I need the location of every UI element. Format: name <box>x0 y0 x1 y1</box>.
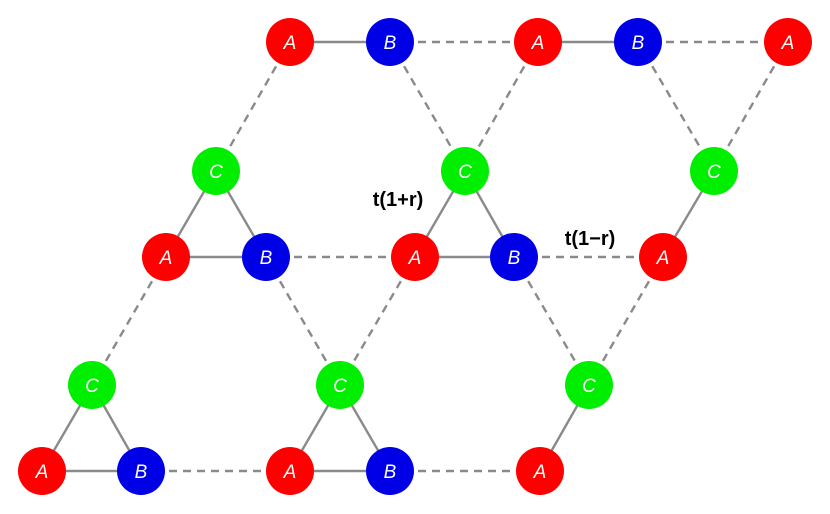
site-a: A <box>266 447 314 495</box>
site-c-label: C <box>582 376 596 397</box>
site-a: A <box>514 18 562 66</box>
site-b: B <box>242 233 290 281</box>
inter-cell-bond <box>264 256 342 386</box>
site-a-label: A <box>781 33 795 54</box>
site-a-circle <box>516 447 564 495</box>
site-c: C <box>316 361 364 409</box>
site-a: A <box>391 233 439 281</box>
site-a-circle <box>639 233 687 281</box>
site-a-label: A <box>408 248 422 269</box>
site-c-circle <box>316 361 364 409</box>
site-b: B <box>366 18 414 66</box>
inter-cell-bond <box>463 41 540 172</box>
site-b-circle <box>614 18 662 66</box>
site-a-label: A <box>531 33 545 54</box>
site-b-circle <box>242 233 290 281</box>
site-c-circle <box>690 147 738 195</box>
site-c-circle <box>441 147 489 195</box>
site-a: A <box>516 447 564 495</box>
site-c-label: C <box>209 162 223 183</box>
inter-hopping-label: t(1−r) <box>565 228 616 250</box>
inter-cell-bond <box>214 41 292 172</box>
inter-cell-bond <box>587 256 665 386</box>
site-c: C <box>441 147 489 195</box>
site-a-label: A <box>533 462 547 483</box>
site-a-circle <box>266 18 314 66</box>
site-c-label: C <box>85 376 99 397</box>
site-c: C <box>192 147 240 195</box>
site-b-label: B <box>384 462 397 483</box>
site-b-label: B <box>135 462 148 483</box>
site-a-label: A <box>283 462 297 483</box>
site-c-label: C <box>458 162 472 183</box>
site-a: A <box>266 18 314 66</box>
inter-cell-bond <box>90 256 168 386</box>
site-c-circle <box>192 147 240 195</box>
site-b-label: B <box>384 33 397 54</box>
inter-cell-bond <box>388 41 467 172</box>
site-b-circle <box>490 233 538 281</box>
site-a-label: A <box>656 248 670 269</box>
site-b: B <box>366 447 414 495</box>
site-a-label: A <box>283 33 297 54</box>
site-c-circle <box>565 361 613 409</box>
site-c: C <box>565 361 613 409</box>
inter-cell-bond <box>338 256 417 386</box>
site-a-circle <box>266 447 314 495</box>
site-a-circle <box>142 233 190 281</box>
site-b: B <box>614 18 662 66</box>
site-b-circle <box>366 447 414 495</box>
site-a-circle <box>764 18 812 66</box>
site-a: A <box>18 447 66 495</box>
inter-cell-bond <box>712 41 790 172</box>
site-b-circle <box>366 18 414 66</box>
inter-cell-bond <box>636 41 716 172</box>
site-a-circle <box>514 18 562 66</box>
inter-cell-bond <box>512 256 591 386</box>
site-b: B <box>117 447 165 495</box>
site-a-circle <box>391 233 439 281</box>
site-a: A <box>142 233 190 281</box>
site-b-label: B <box>260 248 273 269</box>
site-a-label: A <box>159 248 173 269</box>
site-c-circle <box>68 361 116 409</box>
intra-hopping-label: t(1+r) <box>373 189 424 211</box>
site-b-label: B <box>632 33 645 54</box>
site-a: A <box>639 233 687 281</box>
sites-layer: A B A B A C C C A B A B A C C C A B A B A <box>18 18 812 495</box>
site-c: C <box>690 147 738 195</box>
site-c: C <box>68 361 116 409</box>
site-b-label: B <box>508 248 521 269</box>
site-c-label: C <box>333 376 347 397</box>
site-b: B <box>490 233 538 281</box>
site-c-label: C <box>707 162 721 183</box>
site-a-circle <box>18 447 66 495</box>
site-b-circle <box>117 447 165 495</box>
site-a: A <box>764 18 812 66</box>
site-a-label: A <box>35 462 49 483</box>
